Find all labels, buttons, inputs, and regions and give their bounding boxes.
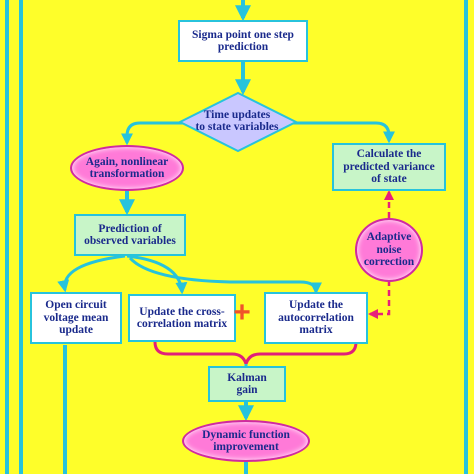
dynamic-function-ellipse: Dynamic function improvement [182,420,310,462]
calculate-variance-box: Calculate the predicted variance of stat… [332,143,446,191]
kalman-gain-label: Kalman gain [227,371,267,397]
arrow-prediction-to-auto [128,256,322,295]
update-cross-correlation-box: Update the cross- correlation matrix [128,294,236,342]
time-updates-label: Time updates to state variables [195,108,279,134]
adaptive-noise-ellipse: Adaptive noise correction [355,218,423,282]
decision-diamond [177,91,299,153]
again-nonlinear-ellipse: Again, nonlinear transformation [70,145,184,191]
update-cross-correlation-label: Update the cross- correlation matrix [136,305,228,331]
dynamic-function-label: Dynamic function improvement [202,428,290,454]
arrow-time-updates-to-again [121,121,185,146]
arrow-noise-to-auto [368,280,391,319]
sigma-point-prediction-label: Sigma point one step prediction [192,28,294,54]
open-circuit-label: Open circuit voltage mean update [43,299,109,337]
plus-operator: + [233,296,251,329]
prediction-observed-label: Prediction of observed variables [84,222,176,248]
calculate-variance-label: Calculate the predicted variance of stat… [343,148,435,186]
arrow-prediction-to-open-circuit [57,254,126,293]
brace-combine [153,341,358,370]
update-autocorrelation-label: Update the autocorrelation matrix [278,299,354,337]
sigma-point-prediction-box: Sigma point one step prediction [178,20,308,62]
arrow-time-updates-to-variance [290,121,395,144]
adaptive-noise-label: Adaptive noise correction [363,231,415,269]
arrow-prediction-to-cross [126,254,188,295]
open-circuit-box: Open circuit voltage mean update [30,292,122,344]
again-nonlinear-label: Again, nonlinear transformation [85,155,169,181]
prediction-observed-box: Prediction of observed variables [74,214,186,256]
update-autocorrelation-box: Update the autocorrelation matrix [264,292,368,344]
kalman-gain-box: Kalman gain [208,366,286,402]
